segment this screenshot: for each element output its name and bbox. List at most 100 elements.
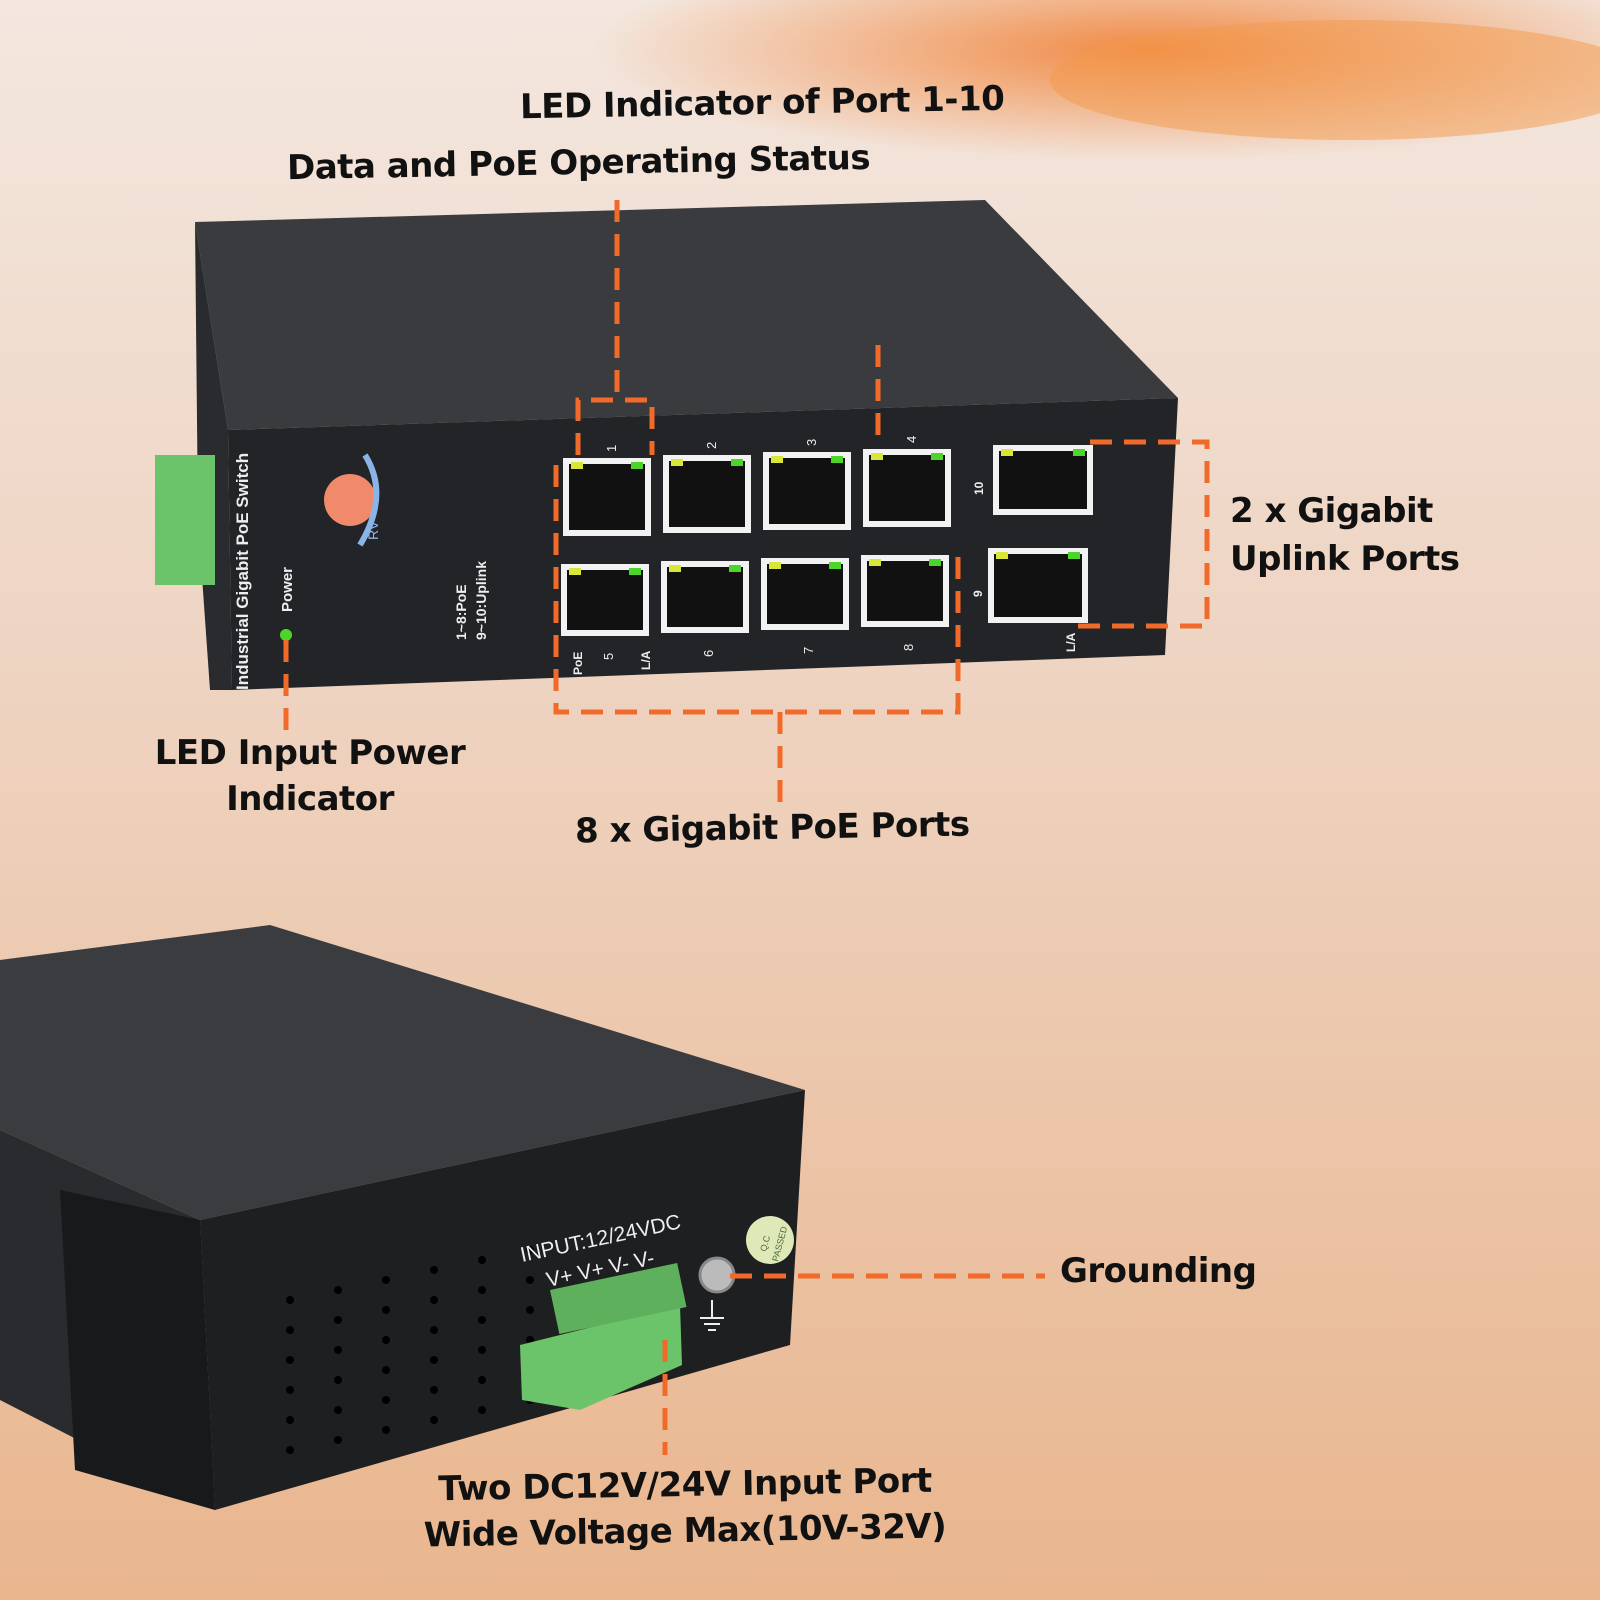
port-led bbox=[671, 459, 683, 466]
port-led bbox=[1073, 449, 1085, 456]
port-label: L/A bbox=[639, 650, 653, 670]
vent-hole bbox=[286, 1416, 294, 1424]
terminal-block bbox=[520, 1305, 682, 1410]
port-label: PoE bbox=[571, 652, 585, 675]
vent-hole bbox=[382, 1336, 390, 1344]
port-number: 3 bbox=[804, 439, 819, 446]
port-number: 5 bbox=[601, 653, 616, 660]
vent-hole bbox=[382, 1366, 390, 1374]
uplink-port-10[interactable] bbox=[993, 445, 1093, 515]
poe-port-1[interactable] bbox=[563, 458, 651, 536]
rear-panel bbox=[200, 1090, 805, 1510]
port-socket bbox=[999, 451, 1087, 509]
vent-hole bbox=[286, 1446, 294, 1454]
port-number: 2 bbox=[704, 442, 719, 449]
terminal-block-side bbox=[155, 455, 215, 585]
port-led bbox=[931, 453, 943, 460]
vent-hole bbox=[334, 1286, 342, 1294]
vent-hole bbox=[286, 1296, 294, 1304]
logo-sun-icon bbox=[324, 474, 376, 526]
switch-front-view: RV Industrial Gigabit PoE Switch Power 1… bbox=[155, 200, 1178, 690]
port-socket bbox=[867, 561, 943, 621]
port-socket bbox=[994, 554, 1082, 617]
vent-hole bbox=[334, 1376, 342, 1384]
qc-sticker bbox=[746, 1216, 794, 1264]
vent-hole bbox=[478, 1406, 486, 1414]
vent-hole bbox=[526, 1276, 534, 1284]
port-legend: 9~10:Uplink bbox=[473, 561, 489, 640]
poe-port-6[interactable] bbox=[661, 561, 749, 633]
callout-input-line2: Wide Voltage Max(10V-32V) bbox=[423, 1506, 947, 1556]
port-led bbox=[869, 559, 881, 566]
vent-hole bbox=[334, 1316, 342, 1324]
port-socket bbox=[667, 567, 743, 627]
din-rail-bracket bbox=[60, 1190, 215, 1510]
vent-hole bbox=[382, 1306, 390, 1314]
poe-port-4[interactable] bbox=[863, 449, 951, 527]
port-socket bbox=[569, 464, 645, 530]
callout-lines bbox=[283, 200, 1210, 1455]
grounding-screw bbox=[698, 1256, 736, 1294]
model-text: Industrial Gigabit PoE Switch bbox=[233, 453, 252, 690]
port-number: 6 bbox=[701, 650, 716, 657]
port-led bbox=[731, 459, 743, 466]
vent-hole bbox=[478, 1346, 486, 1354]
switch-top-face bbox=[195, 200, 1178, 430]
vent-hole bbox=[430, 1326, 438, 1334]
callout-led-ports-title: LED Indicator of Port 1-10 bbox=[519, 78, 1005, 128]
vent-hole bbox=[430, 1296, 438, 1304]
port-led bbox=[1001, 449, 1013, 456]
poe-port-2[interactable] bbox=[663, 455, 751, 533]
vent-hole bbox=[334, 1406, 342, 1414]
vent-hole bbox=[526, 1246, 534, 1254]
logo-wave-icon bbox=[357, 453, 380, 547]
port-led bbox=[629, 568, 641, 575]
vent-hole bbox=[286, 1356, 294, 1364]
vent-hole bbox=[430, 1356, 438, 1364]
vent-hole bbox=[430, 1266, 438, 1274]
port-label: 9 bbox=[971, 590, 985, 597]
logo-text: RV bbox=[365, 520, 381, 540]
port-led bbox=[871, 453, 883, 460]
poe-port-3[interactable] bbox=[763, 452, 851, 530]
port-led bbox=[771, 456, 783, 463]
power-label: Power bbox=[279, 567, 296, 612]
rear-top-face bbox=[0, 925, 805, 1220]
vent-hole bbox=[526, 1306, 534, 1314]
port-led bbox=[996, 552, 1008, 559]
port-led bbox=[829, 562, 841, 569]
vent-hole bbox=[334, 1346, 342, 1354]
vent-hole bbox=[382, 1426, 390, 1434]
callout-uplink-line1: 2 x Gigabit bbox=[1230, 491, 1433, 531]
poe-port-8[interactable] bbox=[861, 555, 949, 627]
port-led bbox=[831, 456, 843, 463]
orange-swirl bbox=[1050, 20, 1600, 140]
port-socket bbox=[869, 455, 945, 521]
port-socket bbox=[567, 570, 643, 630]
port-led bbox=[669, 565, 681, 572]
vent-hole bbox=[478, 1316, 486, 1324]
port-led bbox=[729, 565, 741, 572]
vent-hole bbox=[478, 1286, 486, 1294]
poe-port-7[interactable] bbox=[761, 558, 849, 630]
port-number: 1 bbox=[604, 445, 619, 452]
qc-sticker-text: Q.C bbox=[758, 1234, 772, 1253]
switch-rear-view: INPUT:12/24VDC V+ V+ V- V- Q.C PASSED bbox=[0, 925, 805, 1510]
callout-poe-ports: 8 x Gigabit PoE Ports bbox=[574, 804, 970, 852]
callout-power-led-line2: Indicator bbox=[226, 779, 394, 819]
vent-hole bbox=[286, 1386, 294, 1394]
port-led bbox=[631, 462, 643, 469]
uplink-port-9[interactable] bbox=[988, 548, 1088, 623]
port-number: 7 bbox=[801, 647, 816, 654]
port-socket bbox=[769, 458, 845, 524]
port-number: 4 bbox=[904, 436, 919, 443]
port-led bbox=[769, 562, 781, 569]
poe-port-5[interactable] bbox=[561, 564, 649, 636]
vent-hole bbox=[334, 1436, 342, 1444]
vent-hole bbox=[382, 1276, 390, 1284]
switch-front-face bbox=[228, 398, 1178, 690]
power-led bbox=[280, 629, 292, 641]
callout-grounding: Grounding bbox=[1060, 1251, 1257, 1291]
